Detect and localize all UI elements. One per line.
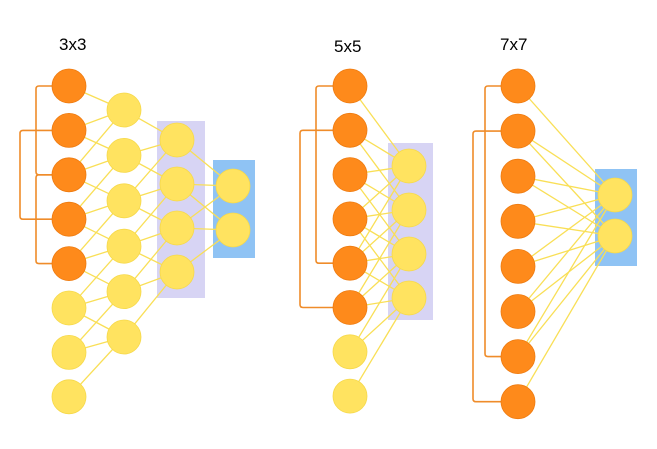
yellow-node: [597, 177, 633, 213]
orange-node: [500, 158, 536, 194]
orange-node: [500, 68, 536, 104]
orange-node: [51, 157, 87, 193]
orange-node: [332, 157, 368, 193]
orange-node: [500, 113, 536, 149]
edge: [349, 297, 410, 397]
yellow-node: [51, 334, 87, 370]
orange-node: [332, 68, 368, 104]
edges-7x7: [517, 85, 616, 403]
yellow-node: [51, 379, 87, 415]
orange-node: [500, 384, 536, 420]
yellow-node: [51, 290, 87, 326]
title-5x5: 5x5: [334, 37, 361, 56]
edge: [517, 235, 616, 313]
edge: [517, 194, 616, 267]
receptive-field-bracket: [19, 129, 54, 220]
edge: [517, 194, 616, 312]
orange-node: [500, 339, 536, 375]
diagram-3x3: 3x3: [19, 35, 255, 415]
orange-node: [51, 112, 87, 148]
yellow-node: [106, 274, 142, 310]
yellow-node: [391, 192, 427, 228]
receptive-field-bracket: [299, 129, 335, 309]
edge: [517, 130, 616, 196]
orange-node: [500, 203, 536, 239]
edge: [517, 235, 616, 358]
edges-3x3: [68, 85, 234, 398]
orange-node: [332, 290, 368, 325]
receptive-field-bracket: [484, 85, 503, 358]
orange-node: [332, 201, 368, 237]
edge: [517, 194, 616, 357]
orange-node: [51, 246, 87, 282]
yellow-node: [159, 210, 195, 246]
yellow-node: [106, 183, 142, 219]
yellow-node: [215, 168, 251, 204]
panel-3x3-graph: [19, 68, 255, 415]
panel-7x7-graph: [472, 68, 637, 420]
orange-node: [51, 68, 87, 104]
yellow-node: [159, 254, 195, 290]
receptive-field-bracket: [472, 130, 503, 403]
yellow-node: [332, 334, 368, 370]
title-3x3: 3x3: [59, 35, 86, 54]
diagram-7x7: 7x7: [472, 35, 637, 420]
yellow-node: [391, 236, 427, 272]
orange-node: [500, 294, 536, 329]
yellow-node: [391, 148, 427, 184]
orange-node: [51, 201, 87, 237]
receptive-field-bracket: [35, 174, 54, 265]
yellow-node: [106, 92, 142, 128]
edge: [517, 130, 616, 237]
yellow-node: [106, 319, 142, 355]
yellow-node: [597, 218, 633, 254]
yellow-node: [215, 212, 251, 248]
yellow-node: [332, 378, 368, 414]
edge: [517, 175, 616, 237]
orange-node: [500, 248, 536, 284]
diagram-5x5: 5x5: [299, 37, 433, 414]
edge: [517, 235, 616, 403]
yellow-node: [159, 166, 195, 202]
orange-node: [332, 112, 368, 148]
yellow-node: [106, 228, 142, 264]
edge: [517, 85, 616, 196]
receptive-field-bracket: [315, 85, 335, 264]
panel-5x5-graph: [299, 68, 433, 414]
yellow-node: [106, 137, 142, 173]
orange-node: [332, 245, 368, 281]
yellow-node: [391, 280, 427, 316]
title-7x7: 7x7: [500, 35, 527, 54]
yellow-node: [159, 122, 195, 158]
